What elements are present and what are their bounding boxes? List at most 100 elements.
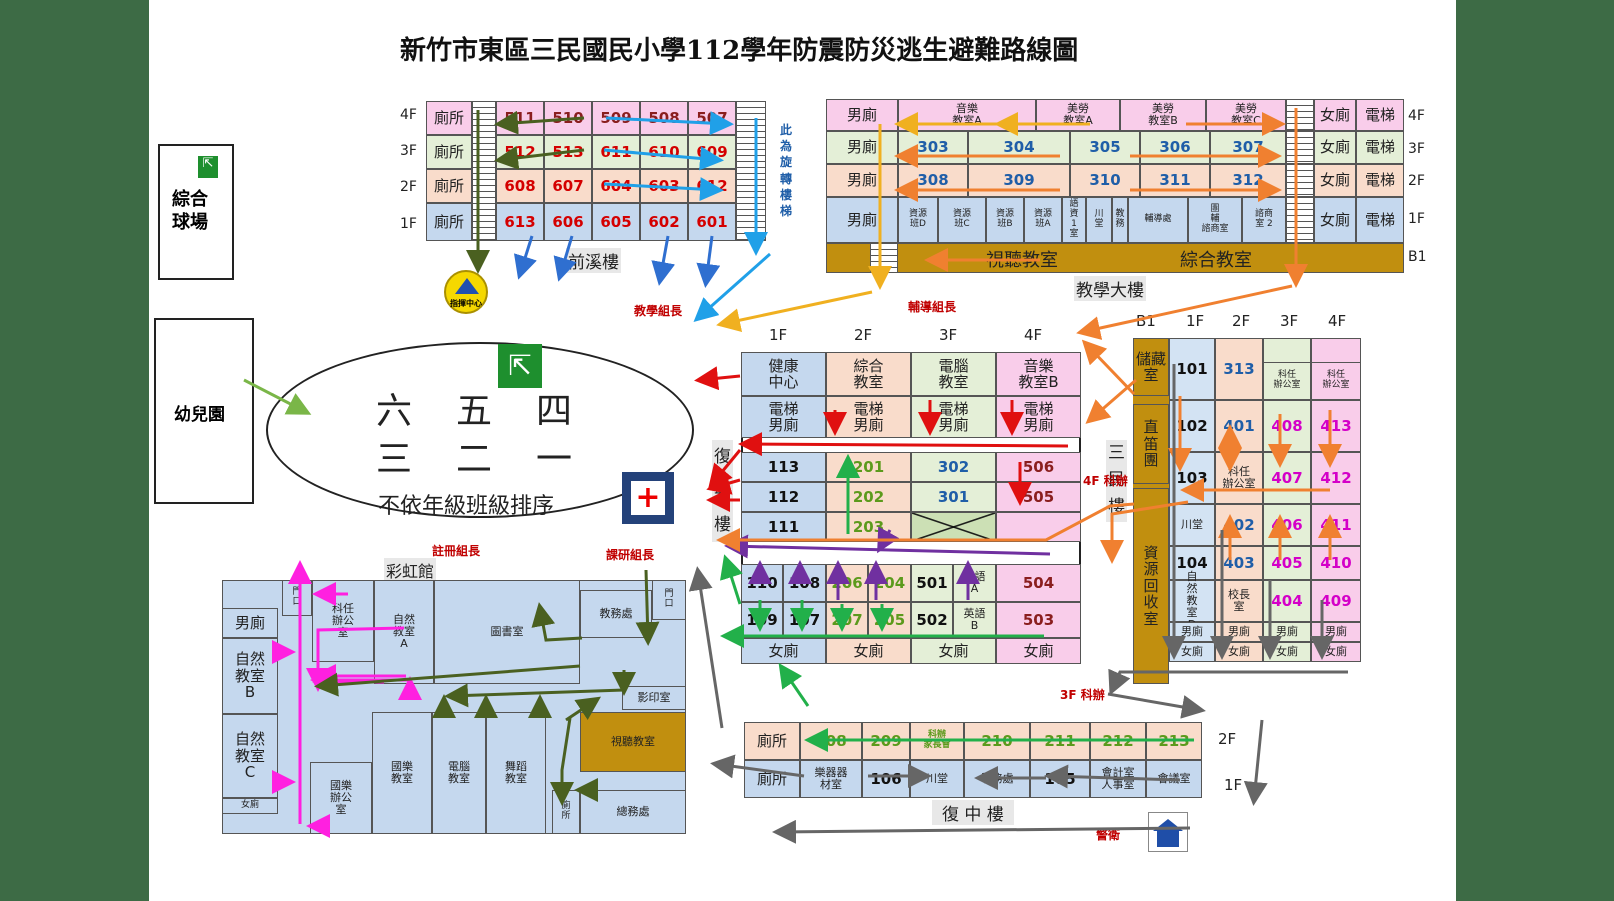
elevator: 電梯 xyxy=(1356,197,1404,243)
classroom: 110 xyxy=(741,564,783,602)
classroom: 606 xyxy=(544,203,592,241)
av-room: 視聽教室 xyxy=(986,250,1058,271)
womens-toilet: 女廁 xyxy=(826,638,911,664)
classroom: 401 xyxy=(1215,400,1263,452)
storage: 儲藏 室 xyxy=(1133,338,1169,396)
office-room: 樂器器 材室 xyxy=(800,760,862,798)
special-room: 美勞 教室A xyxy=(1036,99,1120,131)
floor-label: 2F xyxy=(1408,173,1425,189)
womens-toilet: 女廁 xyxy=(741,638,826,664)
classroom: 402 xyxy=(1215,504,1263,546)
office-room: 資源 班C xyxy=(938,197,986,243)
classroom: 202 xyxy=(826,482,911,512)
classroom: 209 xyxy=(862,722,910,760)
womens-toilet: 女廁 xyxy=(1314,131,1356,164)
grades-row-2: 三二一 xyxy=(376,439,617,480)
classroom: 207 xyxy=(826,602,868,638)
rainbow-room: 總務處 xyxy=(580,790,686,834)
classroom: 306 xyxy=(1140,131,1210,164)
rainbow-room: 國樂 教室 xyxy=(372,712,432,834)
classroom: 英語 B xyxy=(953,602,996,638)
classroom: 201 xyxy=(826,452,911,482)
classroom: 301 xyxy=(911,482,996,512)
floor-label: B1 xyxy=(1408,249,1427,265)
classroom: 211 xyxy=(1030,722,1090,760)
floor-label: 1F xyxy=(400,216,417,232)
grades-row-1: 六五四 xyxy=(376,391,617,432)
office-room: 教 務 xyxy=(1112,197,1128,243)
womens-toilet: 女廁 xyxy=(1169,642,1215,662)
classroom: 607 xyxy=(544,169,592,203)
guard-label: 警衛 xyxy=(1096,828,1121,842)
classroom: 502 xyxy=(911,602,953,638)
fuzhong-name: 復 中 樓 xyxy=(932,800,1014,825)
b1-floor xyxy=(826,243,1404,273)
office-room: 會議室 xyxy=(1146,760,1202,798)
classroom: 111 xyxy=(741,512,826,542)
special-room: 美勞 教室B xyxy=(1120,99,1206,131)
classroom: 312 xyxy=(1210,164,1286,197)
classroom: 504 xyxy=(996,564,1081,602)
office-room: 105 xyxy=(1030,760,1090,798)
floor-header: 3F xyxy=(1280,312,1299,330)
classroom: 107 xyxy=(783,602,826,638)
rainbow-room: 影印室 xyxy=(622,686,686,710)
floor-header: 2F xyxy=(854,326,873,344)
office-room: 川 堂 xyxy=(1086,197,1112,243)
floor-label: 2F xyxy=(1218,730,1237,748)
special-room: 音樂 教室A xyxy=(898,99,1036,131)
classroom: 自 然 教 室 D xyxy=(1169,570,1215,631)
classroom: 506 xyxy=(996,452,1081,482)
mens-toilet: 男廁 xyxy=(1169,622,1215,642)
office-room: 學務處 xyxy=(964,760,1030,798)
toilet: 廁所 xyxy=(426,135,472,169)
office-room: 語 資 1 室 xyxy=(1062,197,1086,243)
command-center-icon xyxy=(455,278,479,294)
special-room: 健康 中心 xyxy=(741,352,826,396)
classroom: 303 xyxy=(898,131,968,164)
classroom: 411 xyxy=(1311,504,1361,546)
classroom: 109 xyxy=(741,602,783,638)
band-room: 直 笛 團 xyxy=(1133,404,1169,484)
womens-toilet: 女廁 xyxy=(1314,99,1356,131)
classroom: 610 xyxy=(640,135,688,169)
classroom: 410 xyxy=(1311,546,1361,580)
stairs xyxy=(1286,99,1314,131)
office-room: 資源 班B xyxy=(986,197,1024,243)
teaching-name: 教學大樓 xyxy=(1074,276,1146,301)
classroom: 611 xyxy=(592,135,640,169)
mens-toilet: 男廁 xyxy=(826,131,898,164)
page-title: 新竹市東區三民國民小學112學年防震防災逃生避難路線圖 xyxy=(400,36,1079,66)
classroom: 403 xyxy=(1215,546,1263,580)
special-room: 綜合 教室 xyxy=(826,352,911,396)
classroom: 602 xyxy=(640,203,688,241)
classroom: 103 xyxy=(1169,452,1215,504)
classroom: 科辦 家長會 xyxy=(910,722,964,760)
classroom: 603 xyxy=(640,169,688,203)
spiral-stairs xyxy=(736,101,766,241)
fuxing-name: 復 興 樓 xyxy=(712,440,733,542)
classroom: 405 xyxy=(1263,546,1311,580)
exit-icon: ⇱ xyxy=(498,344,542,388)
register-leader: 註冊組長 xyxy=(432,544,481,558)
office-room: 諮商 室 2 xyxy=(1242,197,1286,243)
rainbow-name: 彩虹館 xyxy=(384,558,437,582)
toilet: 廁所 xyxy=(426,203,472,241)
stairs xyxy=(1286,197,1314,243)
floor-header: 1F xyxy=(1186,312,1205,330)
womens-toilet: 女廁 xyxy=(1215,642,1263,662)
classroom: 302 xyxy=(911,452,996,482)
classroom: 108 xyxy=(783,564,826,602)
classroom: 407 xyxy=(1263,452,1311,504)
classroom: 210 xyxy=(964,722,1030,760)
floor-label: 1F xyxy=(1408,211,1425,227)
classroom: 205 xyxy=(868,602,911,638)
mens-toilet: 男廁 xyxy=(826,197,898,243)
rainbow-room: 門 口 xyxy=(652,580,686,620)
classroom: 309 xyxy=(968,164,1070,197)
special-room: 音樂 教室B xyxy=(996,352,1081,396)
qianxi-name: 前溪樓 xyxy=(566,248,621,273)
classroom: 608 xyxy=(496,169,544,203)
classroom: 英語 A xyxy=(953,564,996,602)
toilet: 廁所 xyxy=(426,101,472,135)
